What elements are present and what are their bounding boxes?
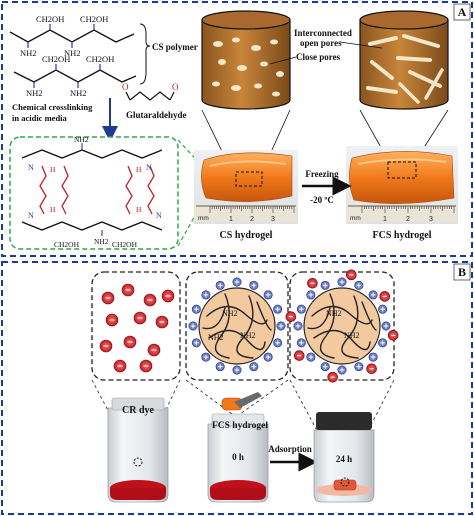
zoom-line-green <box>177 195 207 247</box>
glutaraldehyde-label: Glutaraldehyde <box>126 110 187 120</box>
panel-a-letter: A <box>458 5 467 19</box>
cs-pore-cylinder <box>201 10 291 110</box>
glutaraldehyde-structure <box>125 91 175 101</box>
polymer-chain <box>208 329 266 351</box>
polymer-chain <box>311 305 373 325</box>
interconnected-pores-label: Interconnected <box>294 28 352 38</box>
ch2oh-label: CH2OH <box>36 14 64 24</box>
nitrogen-label: N <box>146 163 152 172</box>
vial-24h <box>313 412 375 503</box>
crosslinked-network <box>21 143 163 236</box>
hydrogen-label: H <box>136 205 142 214</box>
time-24h-label: 24 h <box>336 454 352 464</box>
nh2-label: NH2 <box>70 88 87 98</box>
nh2-label: NH2 <box>240 331 256 340</box>
ch2oh-label: CH2OH <box>42 54 70 64</box>
ch2oh-label: CH2OH <box>86 54 114 64</box>
close-pores-label: Close pores <box>296 52 341 62</box>
polymer-chain <box>341 295 359 359</box>
fcs-hydrogel-label-b: FCS hydrogel <box>212 421 268 431</box>
dye-molecules <box>99 283 175 373</box>
freezing-label: Freezing <box>305 169 339 179</box>
ruler-fcs: mm 1 2 3 <box>348 205 456 223</box>
fcs-pore-cylinder <box>359 10 449 110</box>
ch2oh-label: CH2OH <box>112 240 138 249</box>
ruler-unit: mm <box>198 215 209 222</box>
time-0h-label: 0 h <box>232 452 244 462</box>
cs-hydrogel-label: CS hydrogel <box>220 230 273 241</box>
hydrogel-mesh-0h <box>188 277 286 375</box>
nh2-label: NH2 <box>20 48 37 58</box>
panel-a-letter-box <box>453 3 471 21</box>
cs-polymer-label: CS polymer <box>152 42 198 52</box>
nh2-label: NH2 <box>326 309 342 318</box>
nh2-label: NH2 <box>208 333 224 342</box>
nh2-label: NH2 <box>74 135 89 144</box>
hydrogen-label: H <box>50 165 56 174</box>
nitrogen-label: N <box>156 211 162 220</box>
adsorption-label: Adsorption <box>268 444 312 454</box>
vial-cr-dye <box>107 397 169 503</box>
zoom-cone-line <box>239 379 289 415</box>
polymer-chain <box>319 293 335 359</box>
cs-polymer-bracket <box>139 23 151 85</box>
nitrogen-label: N <box>28 211 34 220</box>
ruler-cs: mm 1 2 3 <box>196 205 296 223</box>
polymer-chain <box>236 295 254 359</box>
oxygen-label: O <box>172 82 179 92</box>
ch2oh-label: CH2OH <box>54 240 80 249</box>
hydrogen-label: H <box>136 165 142 174</box>
polymer-chain <box>256 301 272 331</box>
hydrogen-label: H <box>50 205 56 214</box>
fcs-hydrogel-label: FCS hydrogel <box>373 230 432 241</box>
crosslink-label: in acidic media <box>12 113 68 123</box>
crosslinked-network-box <box>9 136 179 250</box>
fcs-hydrogel-photo <box>346 146 458 224</box>
panel-b-letter-box <box>453 263 471 281</box>
crosslink-label: Chemical crosslinking <box>12 102 93 112</box>
hydrogel-mesh-24h <box>285 269 399 383</box>
ruler-tick-label: 1 <box>383 216 387 223</box>
nh2-label: NH2 <box>344 331 360 340</box>
polymer-chain <box>206 305 268 325</box>
nh2-label: NH2 <box>94 237 109 246</box>
polymer-chain <box>361 301 377 331</box>
nh2-label: NH2 <box>222 309 238 318</box>
oxygen-label: O <box>122 82 129 92</box>
interconnected-pores-label: open pores <box>300 38 342 48</box>
nitrogen-label: N <box>28 163 34 172</box>
ruler-tick-label: 1 <box>229 216 233 223</box>
cs-hydrogel-photo <box>194 150 298 224</box>
nh2-label: NH2 <box>26 88 43 98</box>
ruler-tick-label: 2 <box>406 216 410 223</box>
ruler-tick-label: 2 <box>250 216 254 223</box>
polymer-chain <box>202 307 226 330</box>
polymer-chain <box>214 293 230 359</box>
pointer-line <box>339 41 383 49</box>
polymer-chain <box>307 307 331 330</box>
pointer-line <box>269 56 297 65</box>
ruler-tick-label: 3 <box>429 216 433 223</box>
panel-b-letter: B <box>458 265 466 279</box>
nh2-label: NH2 <box>64 48 81 58</box>
ch2oh-label: CH2OH <box>80 14 108 24</box>
polymer-chain <box>313 329 371 351</box>
ruler-tick-label: 3 <box>271 216 275 223</box>
ruler-unit: mm <box>350 215 361 222</box>
vial-0h <box>207 392 269 503</box>
temperature-label: -20 ºC <box>310 195 334 205</box>
cr-dye-label: CR dye <box>122 405 155 416</box>
cs-polymer-chains <box>9 24 137 88</box>
